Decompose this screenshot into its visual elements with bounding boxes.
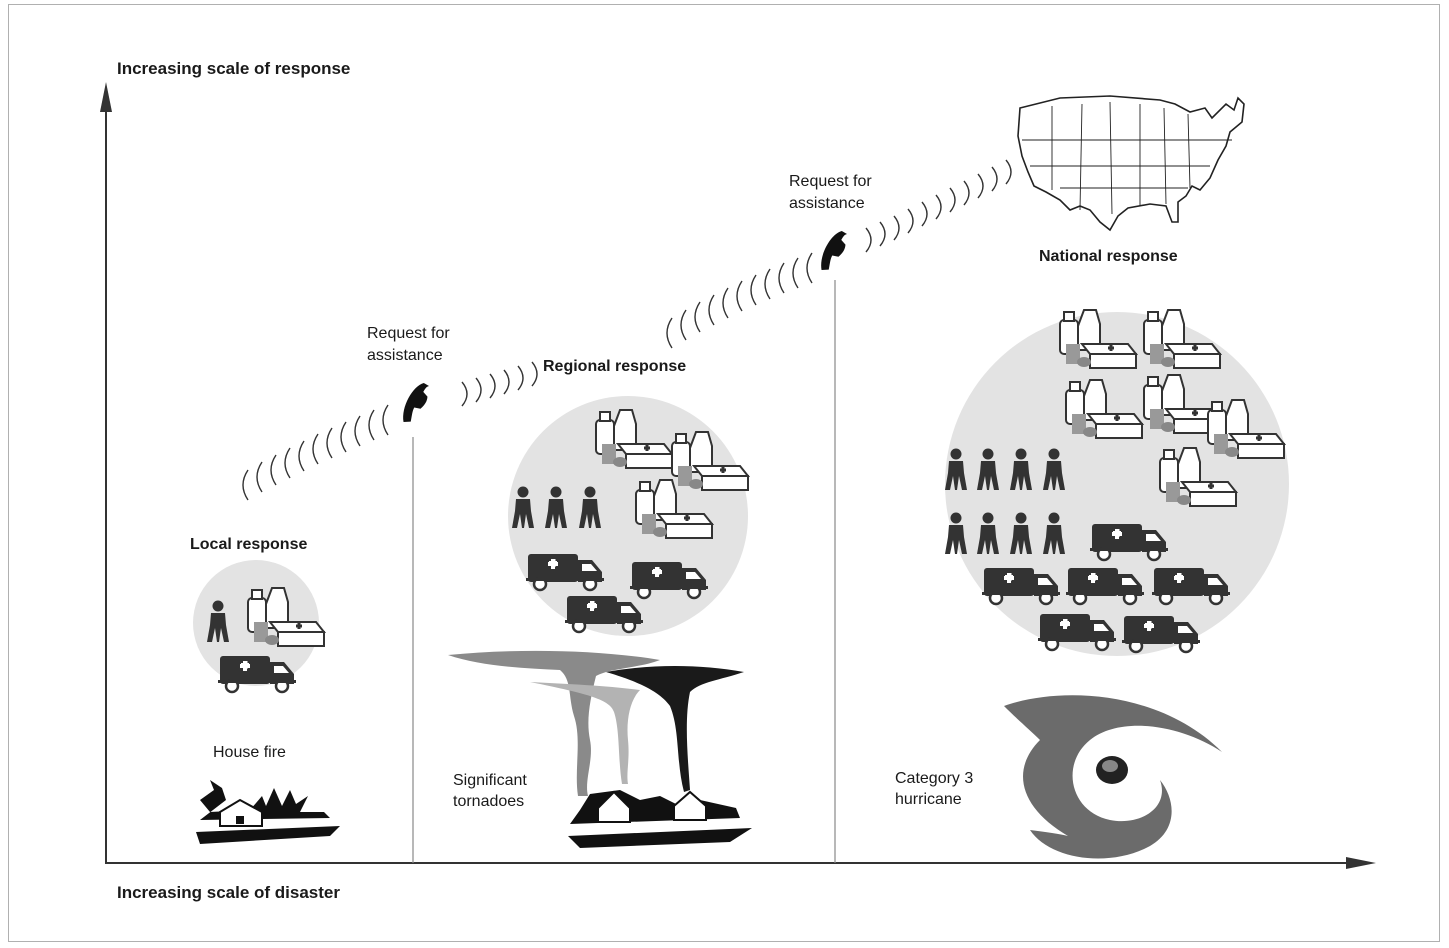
house-fire-icon [196, 780, 340, 844]
svg-text:hurricane: hurricane [895, 791, 962, 808]
stage-title-local: Local response [190, 536, 307, 553]
phone-icon [814, 228, 852, 275]
hurricane-icon [1004, 695, 1222, 859]
x-axis-label: Increasing scale of disaster [117, 883, 340, 902]
svg-text:Request for: Request for [789, 173, 872, 190]
svg-text:Significant: Significant [453, 772, 527, 789]
tornado-icon [448, 650, 752, 848]
phone-icon [396, 380, 434, 427]
local-resources [193, 560, 326, 694]
signal-waves-regional [666, 159, 1012, 349]
x-axis [105, 857, 1376, 869]
supply-kit-icon [670, 430, 750, 492]
y-axis [100, 82, 112, 864]
y-axis-label: Increasing scale of response [117, 59, 350, 78]
disaster-label-regional: Significant tornadoes [453, 772, 527, 810]
disaster-label-local: House fire [213, 744, 286, 761]
stage-title-national: National response [1039, 248, 1178, 265]
svg-text:tornadoes: tornadoes [453, 793, 524, 810]
stage-title-regional: Regional response [543, 358, 686, 375]
request-label-national: Request for assistance [789, 173, 872, 212]
svg-text:Request for: Request for [367, 325, 450, 342]
national-resources [945, 308, 1289, 656]
signal-waves-local [242, 361, 538, 501]
svg-text:assistance: assistance [789, 195, 865, 212]
request-label-regional: Request for assistance [367, 325, 450, 364]
svg-text:Category 3: Category 3 [895, 770, 973, 787]
usa-map-icon [1017, 95, 1245, 232]
regional-resources [508, 396, 750, 636]
disaster-label-national: Category 3 hurricane [895, 770, 973, 808]
svg-text:assistance: assistance [367, 347, 443, 364]
